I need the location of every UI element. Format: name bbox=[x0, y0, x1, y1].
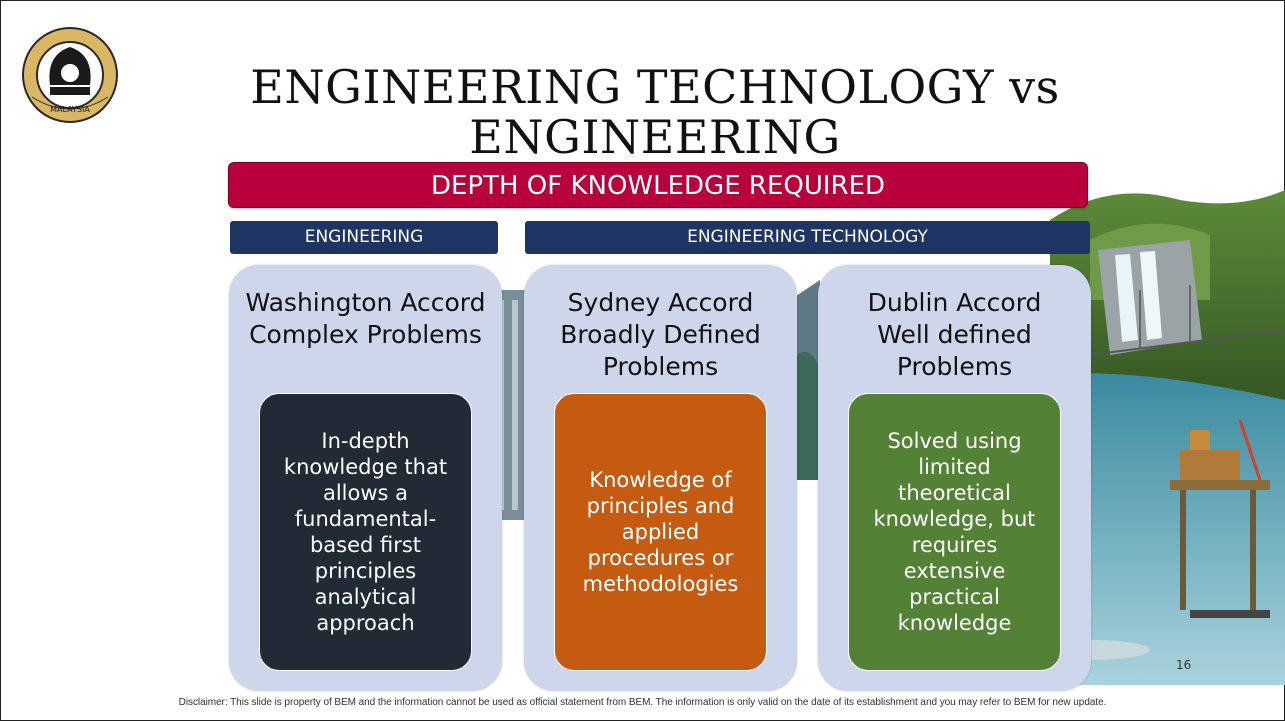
card-body-line: analytical bbox=[314, 585, 417, 609]
header-engineering: ENGINEERING bbox=[230, 221, 498, 254]
card-body-line: allows a bbox=[322, 481, 409, 505]
card-title-line: Well defined bbox=[877, 320, 1032, 349]
card-title-line: Broadly Defined bbox=[560, 320, 761, 349]
card-body-line: methodologies bbox=[582, 572, 739, 596]
card-description: Solved using limited theoretical knowled… bbox=[848, 393, 1061, 671]
card-title-line: Problems bbox=[602, 352, 719, 381]
card-description: Knowledge of principles and applied proc… bbox=[554, 393, 767, 671]
card-body-line: procedures or bbox=[587, 546, 734, 570]
card-sydney-accord: Sydney Accord Broadly Defined Problems K… bbox=[524, 265, 797, 691]
card-body-line: knowledge bbox=[897, 611, 1012, 635]
card-description: In-depth knowledge that allows a fundame… bbox=[259, 393, 472, 671]
card-body-line: practical bbox=[909, 585, 1000, 609]
card-body-line: based first bbox=[309, 533, 422, 557]
card-title-line: Complex Problems bbox=[249, 320, 482, 349]
card-body-line: theoretical bbox=[898, 481, 1011, 505]
slide-title: ENGINEERING TECHNOLOGY vs ENGINEERING bbox=[230, 62, 1080, 170]
card-title-line: Dublin Accord bbox=[867, 288, 1042, 317]
card-title: Sydney Accord Broadly Defined Problems bbox=[524, 287, 797, 383]
card-title: Washington Accord Complex Problems bbox=[229, 287, 502, 351]
card-body-line: requires bbox=[911, 533, 998, 557]
card-body-line: Knowledge of bbox=[589, 468, 732, 492]
title-line-1: ENGINEERING TECHNOLOGY vs bbox=[250, 62, 1060, 114]
header-engineering-technology: ENGINEERING TECHNOLOGY bbox=[525, 221, 1090, 254]
card-dublin-accord: Dublin Accord Well defined Problems Solv… bbox=[818, 265, 1091, 691]
card-title: Dublin Accord Well defined Problems bbox=[818, 287, 1091, 383]
title-line-2: ENGINEERING bbox=[469, 110, 841, 164]
card-body-line: Solved using bbox=[887, 429, 1022, 453]
card-body-line: knowledge that bbox=[283, 455, 448, 479]
bem-logo: MALAYSIA bbox=[22, 27, 118, 123]
card-body-line: approach bbox=[316, 611, 415, 635]
card-body-line: In-depth bbox=[321, 429, 410, 453]
disclaimer-text: Disclaimer: This slide is property of BE… bbox=[178, 697, 1107, 708]
card-body-line: fundamental- bbox=[294, 507, 437, 531]
card-body-line: principles bbox=[314, 559, 417, 583]
card-body-line: applied bbox=[621, 520, 700, 544]
page-number: 16 bbox=[1176, 658, 1192, 672]
card-title-line: Problems bbox=[896, 352, 1013, 381]
card-body-line: extensive bbox=[903, 559, 1006, 583]
card-body-line: principles and bbox=[586, 494, 735, 518]
card-body-line: knowledge, but bbox=[873, 507, 1036, 531]
depth-banner: DEPTH OF KNOWLEDGE REQUIRED bbox=[228, 162, 1088, 208]
card-title-line: Washington Accord bbox=[245, 288, 486, 317]
card-title-line: Sydney Accord bbox=[567, 288, 754, 317]
card-body-line: limited bbox=[918, 455, 991, 479]
logo-ring-text: MALAYSIA bbox=[50, 105, 90, 114]
card-washington-accord: Washington Accord Complex Problems In-de… bbox=[229, 265, 502, 691]
